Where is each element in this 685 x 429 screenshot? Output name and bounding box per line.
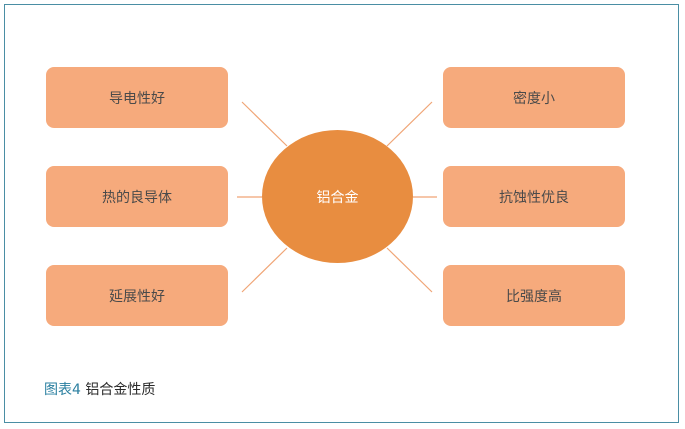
property-box-low-density: 密度小 — [443, 67, 625, 128]
property-box-conductivity: 导电性好 — [46, 67, 228, 128]
property-box-specific-strength: 比强度高 — [443, 265, 625, 326]
center-label: 铝合金 — [316, 189, 359, 206]
figure-number: 图表4 — [44, 382, 81, 398]
figure-title: 铝合金性质 — [85, 382, 156, 398]
figure-caption: 图表4 铝合金性质 — [44, 379, 155, 399]
property-label: 密度小 — [513, 90, 555, 107]
connector-right-bottom — [386, 247, 433, 293]
property-label: 导电性好 — [109, 90, 165, 107]
connector-right-top — [386, 101, 433, 147]
property-box-thermal-conductor: 热的良导体 — [46, 166, 228, 227]
property-box-ductility: 延展性好 — [46, 265, 228, 326]
center-node-aluminum-alloy: 铝合金 — [262, 130, 413, 263]
property-label: 延展性好 — [109, 288, 165, 305]
property-label: 比强度高 — [506, 288, 562, 305]
property-box-corrosion-resistance: 抗蚀性优良 — [443, 166, 625, 227]
connector-left-top — [241, 101, 288, 147]
property-label: 热的良导体 — [102, 189, 172, 206]
property-label: 抗蚀性优良 — [499, 189, 569, 206]
connector-left-bottom — [241, 247, 288, 293]
